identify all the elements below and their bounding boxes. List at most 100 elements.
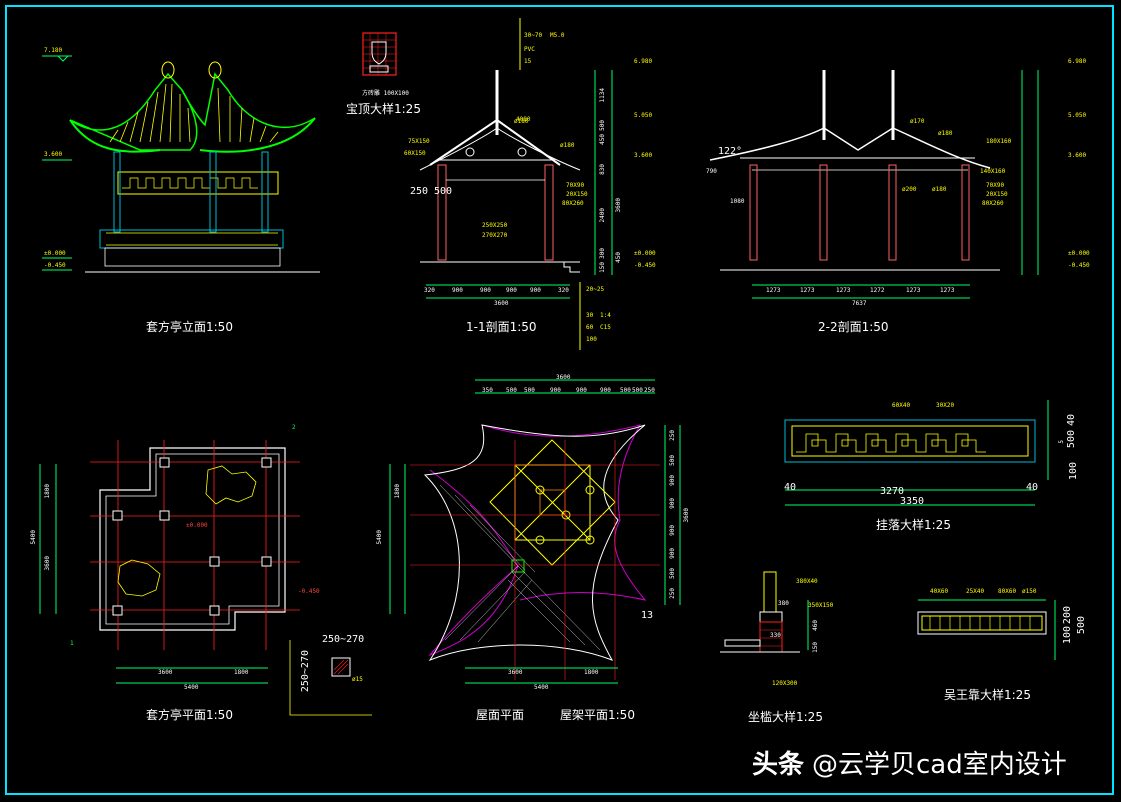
roof-right-7: 500 bbox=[669, 568, 676, 579]
s11-bottom-5: 320 bbox=[558, 287, 569, 294]
finial-detail-drawing bbox=[362, 32, 397, 76]
s22-m6: ø180 bbox=[932, 186, 947, 193]
drawing-frame bbox=[5, 5, 1114, 795]
s22-m7: 70X90 bbox=[986, 182, 1005, 189]
plan-elev-ground: -0.450 bbox=[298, 588, 320, 595]
roof-right-4: 3600 bbox=[683, 508, 690, 523]
wwk-r2: 100 bbox=[1062, 626, 1073, 645]
s11-right-3: 450 bbox=[599, 134, 606, 145]
s11-layer2: 30 bbox=[586, 312, 594, 319]
s11-bottom-0: 320 bbox=[424, 287, 435, 294]
s11-m1: ø180 bbox=[514, 118, 529, 125]
wwk-r1: 200 bbox=[1062, 606, 1073, 625]
s11-m9: 70X90 bbox=[566, 182, 585, 189]
hang-outer: 3350 bbox=[900, 496, 925, 507]
s11-right-5: 830 bbox=[599, 164, 606, 175]
s11-layer4: 60 bbox=[586, 324, 594, 331]
seat-rail-detail-drawing bbox=[720, 571, 809, 653]
s22-m1: ø170 bbox=[910, 118, 925, 125]
plan-bottom-1: 1800 bbox=[234, 669, 249, 676]
roof-left-0: 1800 bbox=[394, 484, 401, 499]
plan-total: 5400 bbox=[184, 684, 199, 691]
section-22-caption: 2-2剖面1:50 bbox=[818, 320, 889, 334]
s22-m5: ø200 bbox=[902, 186, 917, 193]
s22-bottom-4: 1273 bbox=[906, 287, 921, 294]
s22-m11: 790 bbox=[706, 168, 717, 175]
s11-stack4: 15 bbox=[524, 58, 532, 65]
wuwangkao-detail-drawing bbox=[917, 599, 1056, 660]
s11-layer3: 1:4 bbox=[600, 312, 611, 319]
seat-m6: 330 bbox=[770, 632, 781, 639]
finial-caption: 宝顶大样1:25 bbox=[346, 102, 421, 116]
plan-left-0: 1800 bbox=[44, 484, 51, 499]
roof-top-5: 900 bbox=[600, 387, 611, 394]
hang-inner: 3270 bbox=[880, 486, 905, 497]
s11-m4: 60X150 bbox=[404, 150, 426, 157]
s22-m10: 1080 bbox=[730, 198, 745, 205]
s11-layer5: C15 bbox=[600, 324, 611, 331]
elev-mark-ground: -0.450 bbox=[44, 262, 66, 269]
roof-right-3: 900 bbox=[669, 498, 676, 509]
seat-m1: 380X40 bbox=[796, 578, 818, 585]
seat-m3: 380 bbox=[778, 600, 789, 607]
s22-angle: 122° bbox=[718, 146, 743, 157]
s11-stack1: 30~70 bbox=[524, 32, 543, 39]
s11-elev-top: 6.980 bbox=[634, 58, 653, 65]
plan-caption: 套方亭平面1:50 bbox=[146, 708, 233, 722]
plan-drawing bbox=[39, 440, 372, 716]
plan-left-1: 3600 bbox=[44, 556, 51, 571]
hang-r4: 100 bbox=[1068, 462, 1079, 481]
s22-m3: 180X160 bbox=[986, 138, 1012, 145]
s11-layer1: 20~25 bbox=[586, 286, 605, 293]
seat-m5: 150 bbox=[812, 642, 819, 653]
s11-stack2: M5.0 bbox=[550, 32, 565, 39]
hang-side-a: 40 bbox=[784, 482, 797, 493]
s11-m6: 500 bbox=[434, 186, 453, 197]
roof-left-1: 5400 bbox=[376, 530, 383, 545]
roof-plan-caption: 屋面平面 bbox=[476, 708, 525, 722]
roof-right-2: 900 bbox=[669, 475, 676, 486]
s11-elev-b: 3.600 bbox=[634, 152, 653, 159]
s22-m9: 80X260 bbox=[982, 200, 1004, 207]
s11-m11: 80X260 bbox=[562, 200, 584, 207]
roof-mark: 13 bbox=[641, 610, 654, 621]
s11-right-8: 300 bbox=[599, 248, 606, 259]
plan-section-mark-1: 1 bbox=[70, 640, 74, 647]
s22-bottom-0: 1273 bbox=[766, 287, 781, 294]
watermark-brand: 头条 bbox=[752, 750, 805, 780]
elev-mark-floor: ±0.000 bbox=[44, 250, 66, 257]
s11-bottom-3: 900 bbox=[506, 287, 517, 294]
seat-rail-caption: 坐槛大样1:25 bbox=[748, 710, 823, 724]
hang-r3: 5 bbox=[1058, 440, 1065, 444]
s11-m10: 20X150 bbox=[566, 191, 588, 198]
section-11-drawing bbox=[419, 18, 613, 350]
wwk-m2: 25X40 bbox=[966, 588, 985, 595]
roof-right-5: 900 bbox=[669, 525, 676, 536]
s11-right-9: 150 bbox=[599, 262, 606, 273]
s11-m5: 250 bbox=[410, 186, 429, 197]
s11-stack3: PVC bbox=[524, 46, 535, 53]
finial-note: 方砖雕 100X100 bbox=[362, 90, 409, 97]
s22-elev-c: ±0.000 bbox=[1068, 250, 1090, 257]
roof-top-1: 500 bbox=[506, 387, 517, 394]
watermark-handle: @云学贝cad室内设计 bbox=[812, 750, 1067, 780]
s22-bottom-1: 1273 bbox=[800, 287, 815, 294]
plan-col-size-v: 250~270 bbox=[300, 650, 311, 693]
roof-bottom-0: 3600 bbox=[508, 669, 523, 676]
s11-right-2: 500 bbox=[599, 120, 606, 131]
s22-total: 7637 bbox=[852, 300, 867, 307]
s22-elev-b: 3.600 bbox=[1068, 152, 1087, 159]
roof-bottom-1: 1800 bbox=[584, 669, 599, 676]
hanging-detail-drawing bbox=[784, 400, 1049, 506]
plan-col-size: 250~270 bbox=[322, 634, 365, 645]
roof-right-0: 250 bbox=[669, 430, 676, 441]
roof-top-3: 900 bbox=[550, 387, 561, 394]
s22-elev-d: -0.450 bbox=[1068, 262, 1090, 269]
roof-top-0: 350 bbox=[482, 387, 493, 394]
s11-bottom-4: 900 bbox=[530, 287, 541, 294]
watermark: 头条@云学贝cad室内设计 bbox=[752, 744, 1067, 781]
section-11-caption: 1-1剖面1:50 bbox=[466, 320, 537, 334]
wwk-m3: 80X60 bbox=[998, 588, 1017, 595]
plan-left-2: 5400 bbox=[30, 530, 37, 545]
